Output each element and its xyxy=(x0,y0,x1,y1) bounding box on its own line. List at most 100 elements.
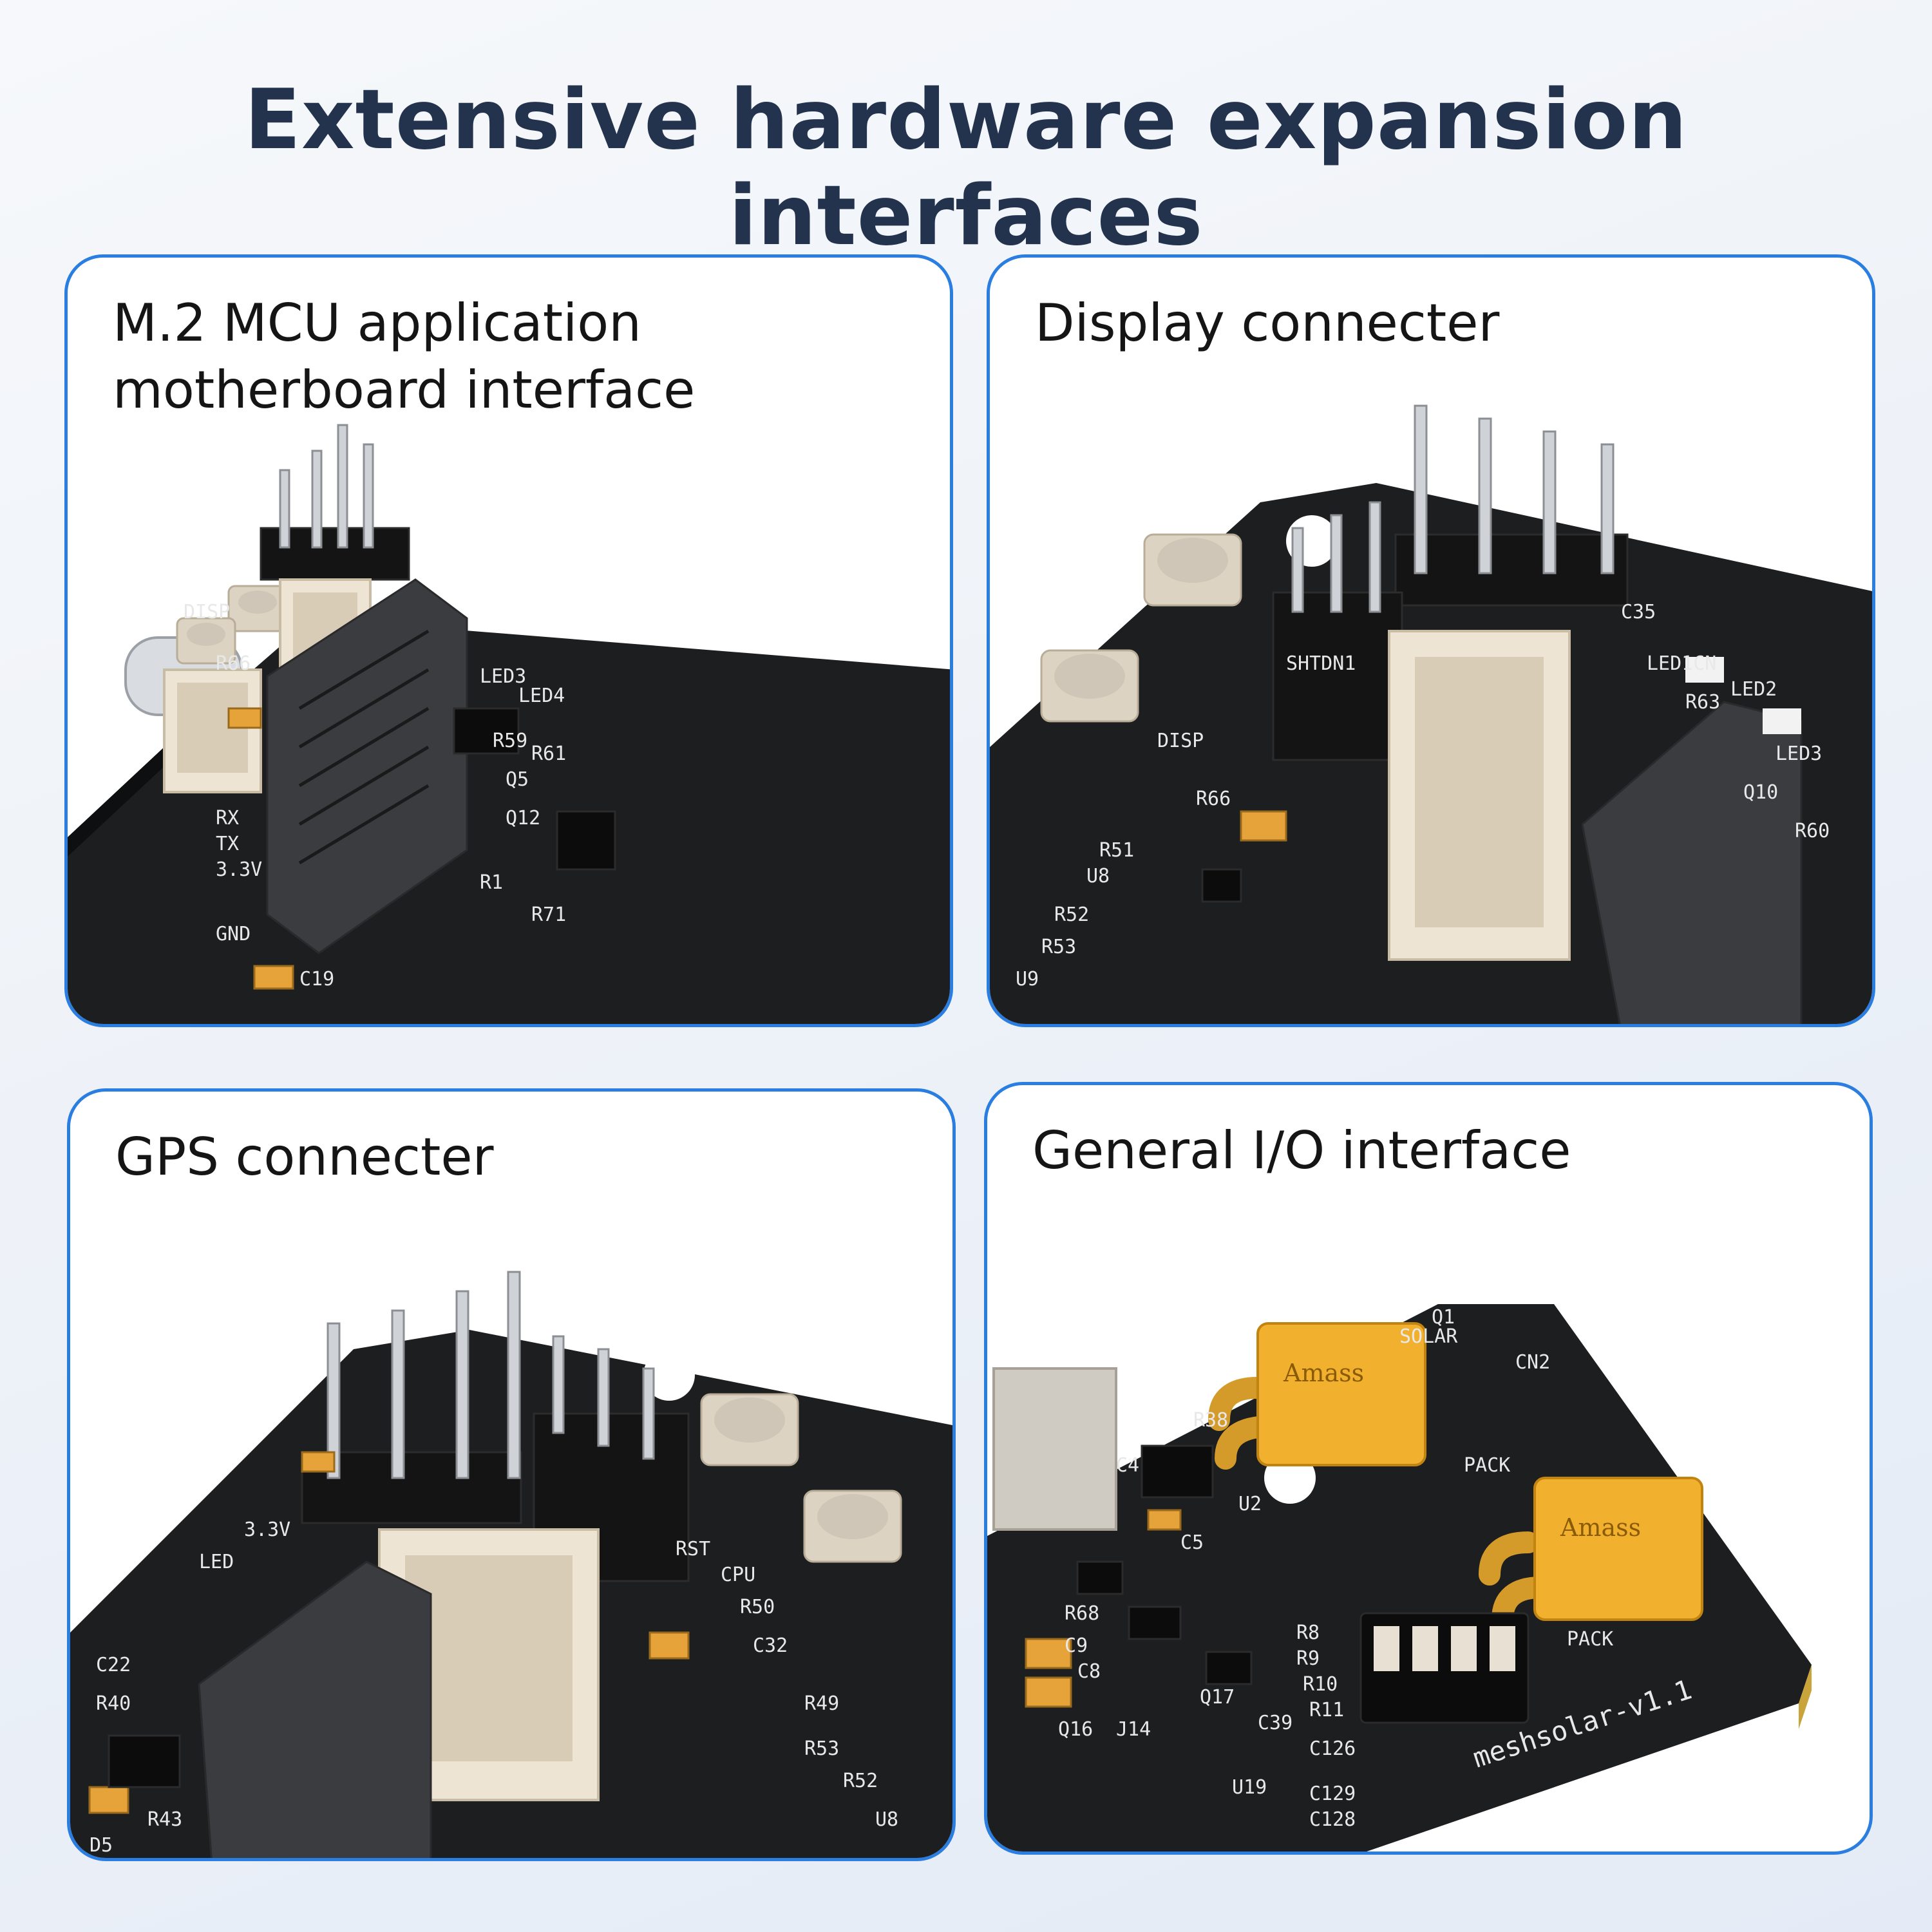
display-board-illustration: SHTDN1 DISP R66 C35 LED1CN LED2 LED3 R63… xyxy=(990,404,1872,1024)
silk-label: C4 xyxy=(1116,1454,1139,1477)
silk-label: C19 xyxy=(299,968,334,990)
card-label-line: M.2 MCU application xyxy=(113,293,641,353)
silk-label: R68 xyxy=(1065,1602,1099,1625)
ic-chip xyxy=(1128,1605,1182,1640)
xt-connector xyxy=(1533,1477,1703,1621)
silk-label: C128 xyxy=(1309,1808,1356,1831)
ic-chip xyxy=(453,707,520,755)
silk-label: U19 xyxy=(1232,1776,1267,1799)
silk-label: R66 xyxy=(216,652,251,675)
silk-label: R38 xyxy=(1193,1409,1228,1432)
capacitor xyxy=(649,1631,690,1660)
silk-label: LED2 xyxy=(1730,678,1777,701)
silk-label: R9 xyxy=(1296,1647,1320,1670)
silk-label: C129 xyxy=(1309,1783,1356,1805)
silk-label: 3.3V xyxy=(216,858,262,881)
pin-header xyxy=(1394,533,1629,607)
silk-label: J14 xyxy=(1116,1718,1151,1741)
silk-label: R1 xyxy=(480,871,503,894)
connector-brand: Amass xyxy=(1283,1359,1364,1387)
card-label: M.2 MCU application motherboard interfac… xyxy=(113,290,886,424)
silk-label: SOLAR xyxy=(1399,1325,1458,1348)
card-label: GPS connecter xyxy=(115,1124,888,1191)
silk-label: CPU xyxy=(721,1564,755,1586)
silk-label: TX xyxy=(216,833,239,855)
silk-label: RX xyxy=(216,807,239,829)
page-title: Extensive hardware expansion interfaces xyxy=(244,72,1688,264)
silk-label: C5 xyxy=(1180,1531,1204,1554)
capacitor xyxy=(88,1786,129,1814)
silk-label: Q5 xyxy=(506,768,529,791)
silk-label: R52 xyxy=(1054,904,1089,926)
silk-label: R10 xyxy=(1303,1673,1338,1696)
silk-label: U8 xyxy=(875,1808,898,1831)
silk-label: C32 xyxy=(753,1634,788,1657)
xt-connector xyxy=(1256,1322,1426,1466)
ic-chip xyxy=(1201,868,1242,903)
silk-label: R52 xyxy=(843,1770,878,1792)
capacitor xyxy=(227,707,262,729)
card-label: General I/O interface xyxy=(1032,1117,1805,1184)
silk-label: Q1 xyxy=(1432,1306,1455,1329)
silk-label: 3.3V xyxy=(244,1519,290,1541)
card-label-line: General I/O interface xyxy=(1032,1121,1571,1180)
pcb-board xyxy=(987,1304,1812,1852)
silk-label: LED4 xyxy=(518,685,565,707)
m2-slot xyxy=(1581,701,1803,1024)
silk-label: C22 xyxy=(96,1654,131,1676)
display-connector-card: Display connecter SHTDN1 DISP R66 C35 LE… xyxy=(987,254,1875,1027)
silk-label: Q17 xyxy=(1200,1686,1235,1709)
ic-chip xyxy=(556,810,616,871)
ic-chip xyxy=(1076,1560,1124,1595)
capacitor xyxy=(1025,1638,1072,1669)
led xyxy=(1763,708,1801,734)
pin-header xyxy=(1272,591,1403,761)
card-label-line: motherboard interface xyxy=(113,360,696,420)
silk-label: C9 xyxy=(1065,1634,1088,1657)
silk-label: R71 xyxy=(531,904,566,926)
ic-chip xyxy=(108,1734,181,1788)
m2-slot xyxy=(266,578,468,954)
silk-label: R49 xyxy=(804,1692,839,1715)
connector-brand: Amass xyxy=(1560,1513,1641,1542)
silk-label: R40 xyxy=(96,1692,131,1715)
silk-label: R43 xyxy=(147,1808,182,1831)
capacitor xyxy=(1240,810,1287,842)
capacitor xyxy=(301,1451,336,1473)
led xyxy=(1685,657,1724,683)
silk-label: R11 xyxy=(1309,1699,1344,1721)
card-label-line: GPS connecter xyxy=(115,1127,494,1187)
mounting-hole xyxy=(643,1349,695,1401)
silk-label: R8 xyxy=(1296,1622,1320,1644)
silk-label: R66 xyxy=(1196,788,1231,810)
ic-chip xyxy=(1205,1651,1253,1685)
silk-label: R61 xyxy=(531,743,566,765)
silk-label: LED3 xyxy=(480,665,526,688)
silk-label: SHTDN1 xyxy=(1286,652,1356,675)
silk-label: LED3 xyxy=(1776,743,1822,765)
silk-label: C8 xyxy=(1077,1660,1101,1683)
silk-label: C126 xyxy=(1309,1738,1356,1760)
silk-label: R60 xyxy=(1795,820,1830,842)
silk-label: C35 xyxy=(1621,601,1656,623)
silk-label: RST xyxy=(676,1538,710,1560)
silk-label: Q16 xyxy=(1058,1718,1093,1741)
silk-label: R50 xyxy=(740,1596,775,1618)
card-label: Display connecter xyxy=(1035,290,1808,357)
silk-label: U9 xyxy=(1016,968,1039,990)
silk-label: Q12 xyxy=(506,807,540,829)
ic-chip xyxy=(1141,1444,1214,1499)
silk-label: GND xyxy=(216,923,251,945)
silk-label: LED1CN xyxy=(1647,652,1716,675)
silk-label: U2 xyxy=(1238,1493,1262,1515)
m2-interface-card: M.2 MCU application motherboard interfac… xyxy=(64,254,953,1027)
silk-label: C39 xyxy=(1258,1712,1293,1734)
silk-label: U8 xyxy=(1086,865,1110,887)
silk-label: LED xyxy=(199,1551,234,1573)
silk-label: R53 xyxy=(1041,936,1076,958)
capacitor xyxy=(253,965,294,990)
silk-label: CN2 xyxy=(1515,1351,1550,1374)
silk-label: D5 xyxy=(90,1834,113,1857)
m2-board-illustration: DISP R66 LED3 LED4 R59 R61 Q5 Q12 R1 R71… xyxy=(68,424,950,1024)
m2-slot xyxy=(198,1560,432,1858)
